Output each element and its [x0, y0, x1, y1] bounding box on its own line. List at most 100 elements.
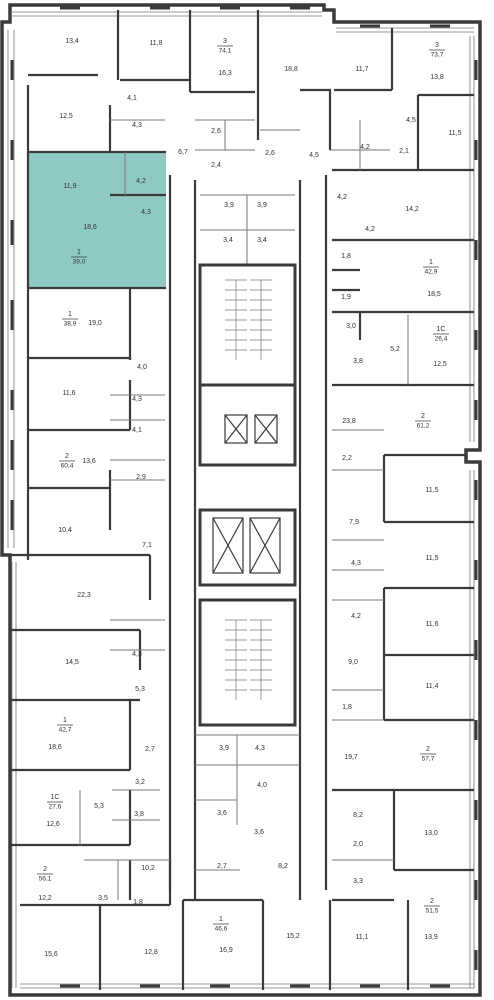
unit-marker-u10[interactable]: 257,7 [420, 746, 436, 763]
room-area-label: 15,6 [44, 951, 58, 958]
unit-marker-u9[interactable]: 142,7 [57, 717, 73, 734]
room-area-label: 4,5 [309, 152, 319, 159]
highlighted-apartment[interactable] [28, 152, 166, 288]
unit-total-area: 74,1 [219, 48, 232, 55]
room-area-label: 4,3 [255, 745, 265, 752]
interior-walls [10, 10, 474, 990]
unit-room-count: 1С [437, 326, 446, 333]
unit-marker-u7[interactable]: 261,2 [415, 413, 431, 430]
room-area-label: 1,8 [341, 253, 351, 260]
room-area-label: 3,6 [254, 829, 264, 836]
room-area-label: 4,2 [360, 144, 370, 151]
unit-total-area: 42,9 [425, 269, 438, 276]
unit-total-area: 27,6 [49, 804, 62, 811]
room-area-label: 11,4 [425, 683, 438, 690]
room-area-label: 13,6 [82, 458, 96, 465]
room-area-label: 3,9 [257, 202, 267, 209]
unit-total-area: 57,7 [422, 756, 435, 763]
room-area-label: 22,3 [77, 592, 91, 599]
room-area-label: 14,5 [65, 659, 79, 666]
unit-marker-u8[interactable]: 260,4 [59, 453, 75, 470]
room-area-label: 11,8 [149, 40, 162, 47]
room-area-label: 3,4 [223, 237, 233, 244]
room-area-label: 19,0 [88, 320, 102, 327]
unit-total-area: 46,6 [215, 926, 228, 933]
room-area-label: 11,6 [425, 621, 438, 628]
room-area-label: 4,3 [132, 396, 142, 403]
unit-marker-u12[interactable]: 256,1 [37, 866, 53, 883]
room-area-label: 3,6 [217, 810, 227, 817]
room-area-label: 4,5 [406, 117, 416, 124]
room-area-label: 2,1 [399, 148, 409, 155]
room-area-label: 4,3 [132, 122, 142, 129]
unit-marker-u5[interactable]: 138,9 [62, 311, 78, 328]
room-area-label: 12,5 [59, 113, 73, 120]
room-area-label: 3,5 [98, 895, 108, 902]
unit-marker-u3[interactable]: 139,0 [71, 249, 87, 266]
unit-marker-u4[interactable]: 142,9 [423, 259, 439, 276]
unit-total-area: 42,7 [59, 727, 72, 734]
room-area-label: 2,7 [217, 863, 227, 870]
room-area-label: 5,2 [390, 346, 400, 353]
room-area-label: 8,2 [278, 863, 288, 870]
room-area-label: 11,6 [62, 390, 75, 397]
room-area-label: 3,0 [346, 323, 356, 330]
room-area-label: 1,9 [341, 294, 351, 301]
building-core [198, 263, 297, 727]
room-area-label: 12,6 [46, 821, 60, 828]
unit-room-count: 3 [435, 42, 439, 49]
room-area-label: 2,4 [211, 162, 221, 169]
room-area-label: 10,2 [141, 865, 155, 872]
room-area-label: 6,7 [178, 149, 188, 156]
unit-marker-u2[interactable]: 373,7 [429, 42, 445, 59]
room-area-label: 11,5 [425, 487, 438, 494]
room-area-label: 4,3 [351, 560, 361, 567]
room-area-label: 4,2 [136, 178, 146, 185]
unit-room-count: 2 [430, 898, 434, 905]
room-area-label: 16,3 [218, 70, 232, 77]
unit-room-count: 1С [51, 794, 60, 801]
room-area-label: 12,5 [433, 361, 447, 368]
room-area-label: 11,9 [63, 183, 76, 190]
room-area-label: 11,5 [448, 130, 461, 137]
thin-partitions [79, 119, 409, 900]
room-area-label: 9,0 [348, 659, 358, 666]
room-area-label: 11,1 [355, 934, 368, 941]
unit-total-area: 26,4 [435, 336, 448, 343]
room-area-label: 3,3 [353, 878, 363, 885]
room-area-label: 2,0 [353, 841, 363, 848]
unit-marker-u1[interactable]: 374,1 [217, 38, 233, 55]
unit-room-count: 1 [77, 249, 81, 256]
room-area-label: 10,4 [58, 527, 72, 534]
unit-marker-u11[interactable]: 1С 27,6 [47, 794, 63, 811]
window-marks [10, 6, 478, 988]
unit-room-count: 3 [223, 38, 227, 45]
unit-marker-u6[interactable]: 1С 26,4 [433, 326, 449, 343]
room-area-label: 18,5 [427, 291, 441, 298]
room-area-label: 2,7 [145, 746, 155, 753]
room-area-label: 13,9 [424, 934, 438, 941]
unit-marker-u13[interactable]: 146,6 [213, 916, 229, 933]
room-area-label: 23,8 [342, 418, 356, 425]
unit-room-count: 1 [63, 717, 67, 724]
stairs [225, 279, 272, 700]
room-area-label: 3,4 [257, 237, 267, 244]
unit-room-count: 1 [68, 311, 72, 318]
elevators [212, 414, 281, 574]
room-area-label: 7,9 [349, 519, 359, 526]
room-area-label: 4,1 [132, 427, 142, 434]
unit-total-area: 38,9 [64, 321, 77, 328]
room-area-label: 3,8 [353, 358, 363, 365]
window-bands [7, 11, 475, 989]
unit-room-count: 2 [43, 866, 47, 873]
room-area-label: 13,8 [430, 74, 444, 81]
unit-marker-u14[interactable]: 251,5 [424, 898, 440, 915]
unit-room-count: 2 [426, 746, 430, 753]
room-area-label: 16,9 [219, 947, 233, 954]
room-area-label: 12,2 [38, 895, 52, 902]
room-area-label: 1,8 [133, 899, 143, 906]
unit-total-area: 73,7 [431, 52, 444, 59]
room-area-label: 18,6 [48, 744, 62, 751]
